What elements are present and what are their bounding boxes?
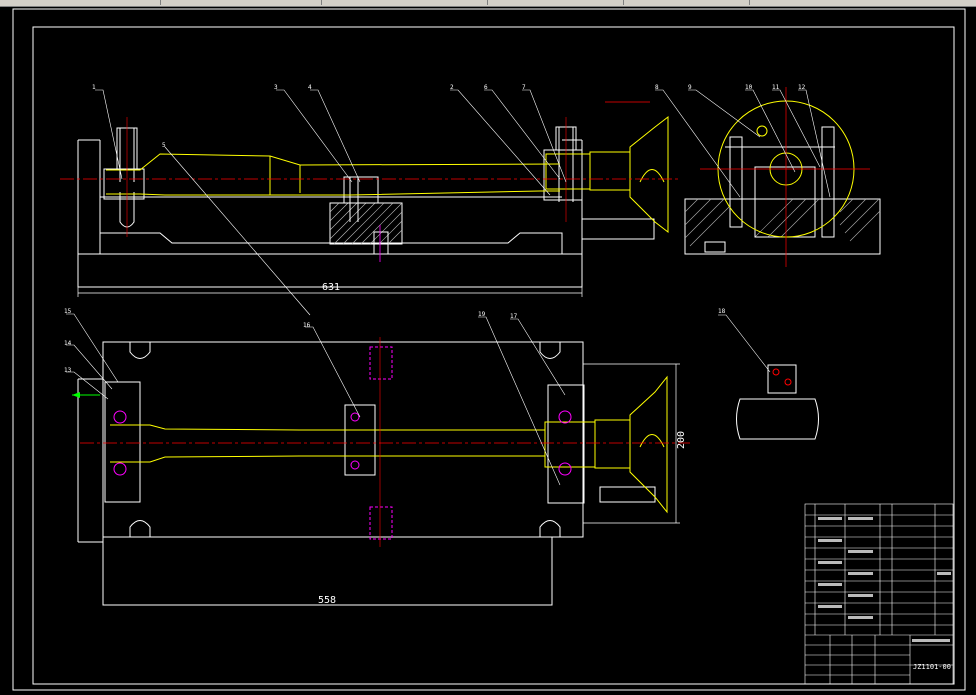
title-block: [804, 503, 954, 685]
toolbar-segment[interactable]: [624, 0, 750, 5]
detail-part-18: [736, 364, 819, 440]
outer-frame: [12, 8, 966, 691]
balloon-2: 2: [450, 84, 454, 91]
leader-lines: [66, 89, 831, 486]
balloon-17: 17: [510, 313, 518, 320]
dimension-label-plan-width: 200: [676, 431, 687, 449]
balloon-12: 12: [798, 84, 806, 91]
toolbar-segment[interactable]: [0, 0, 161, 5]
shaft-plan: [110, 375, 668, 514]
balloon-6: 6: [484, 84, 488, 91]
balloon-10: 10: [745, 84, 753, 91]
balloon-4: 4: [308, 84, 312, 91]
balloon-18: 18: [718, 308, 726, 315]
shaft-front: [106, 115, 669, 234]
balloon-11: 11: [772, 84, 780, 91]
balloon-13: 13: [64, 367, 72, 374]
toolbar-segment[interactable]: [161, 0, 322, 5]
dimension-631: [77, 287, 583, 297]
side-view: [684, 126, 881, 255]
plan-holes: [113, 346, 572, 540]
balloon-9: 9: [688, 84, 692, 91]
balloon-7: 7: [522, 84, 526, 91]
dimension-label-top-length: 631: [322, 282, 340, 293]
balloon-19: 19: [478, 311, 486, 318]
hole-circle: [756, 125, 768, 137]
cad-drawing-canvas[interactable]: 6 3 1: [0, 7, 976, 695]
balloon-3: 3: [274, 84, 278, 91]
dimension-label-plan-length: 558: [318, 595, 336, 606]
window-toolbar: [0, 0, 976, 7]
toolbar-segment[interactable]: [488, 0, 624, 5]
dimension-200: [583, 363, 680, 524]
front-view: [77, 126, 655, 288]
balloon-16: 16: [303, 322, 311, 329]
inner-frame: [32, 26, 955, 685]
balloon-15: 15: [64, 308, 72, 315]
balloon-1: 1: [92, 84, 96, 91]
direction-arrow-head: [72, 392, 80, 398]
drawing-number: JZ1101-00: [913, 663, 951, 671]
balloon-8: 8: [655, 84, 659, 91]
balloon-5: 5: [162, 142, 166, 149]
balloon-14: 14: [64, 340, 72, 347]
balloon-labels: 1 2 3 4 5 6 7 8 9 10 11 12 13 14 15 16 1…: [64, 84, 806, 374]
title-block-fill-marks: [818, 517, 951, 642]
toolbar-segment[interactable]: [322, 0, 488, 5]
